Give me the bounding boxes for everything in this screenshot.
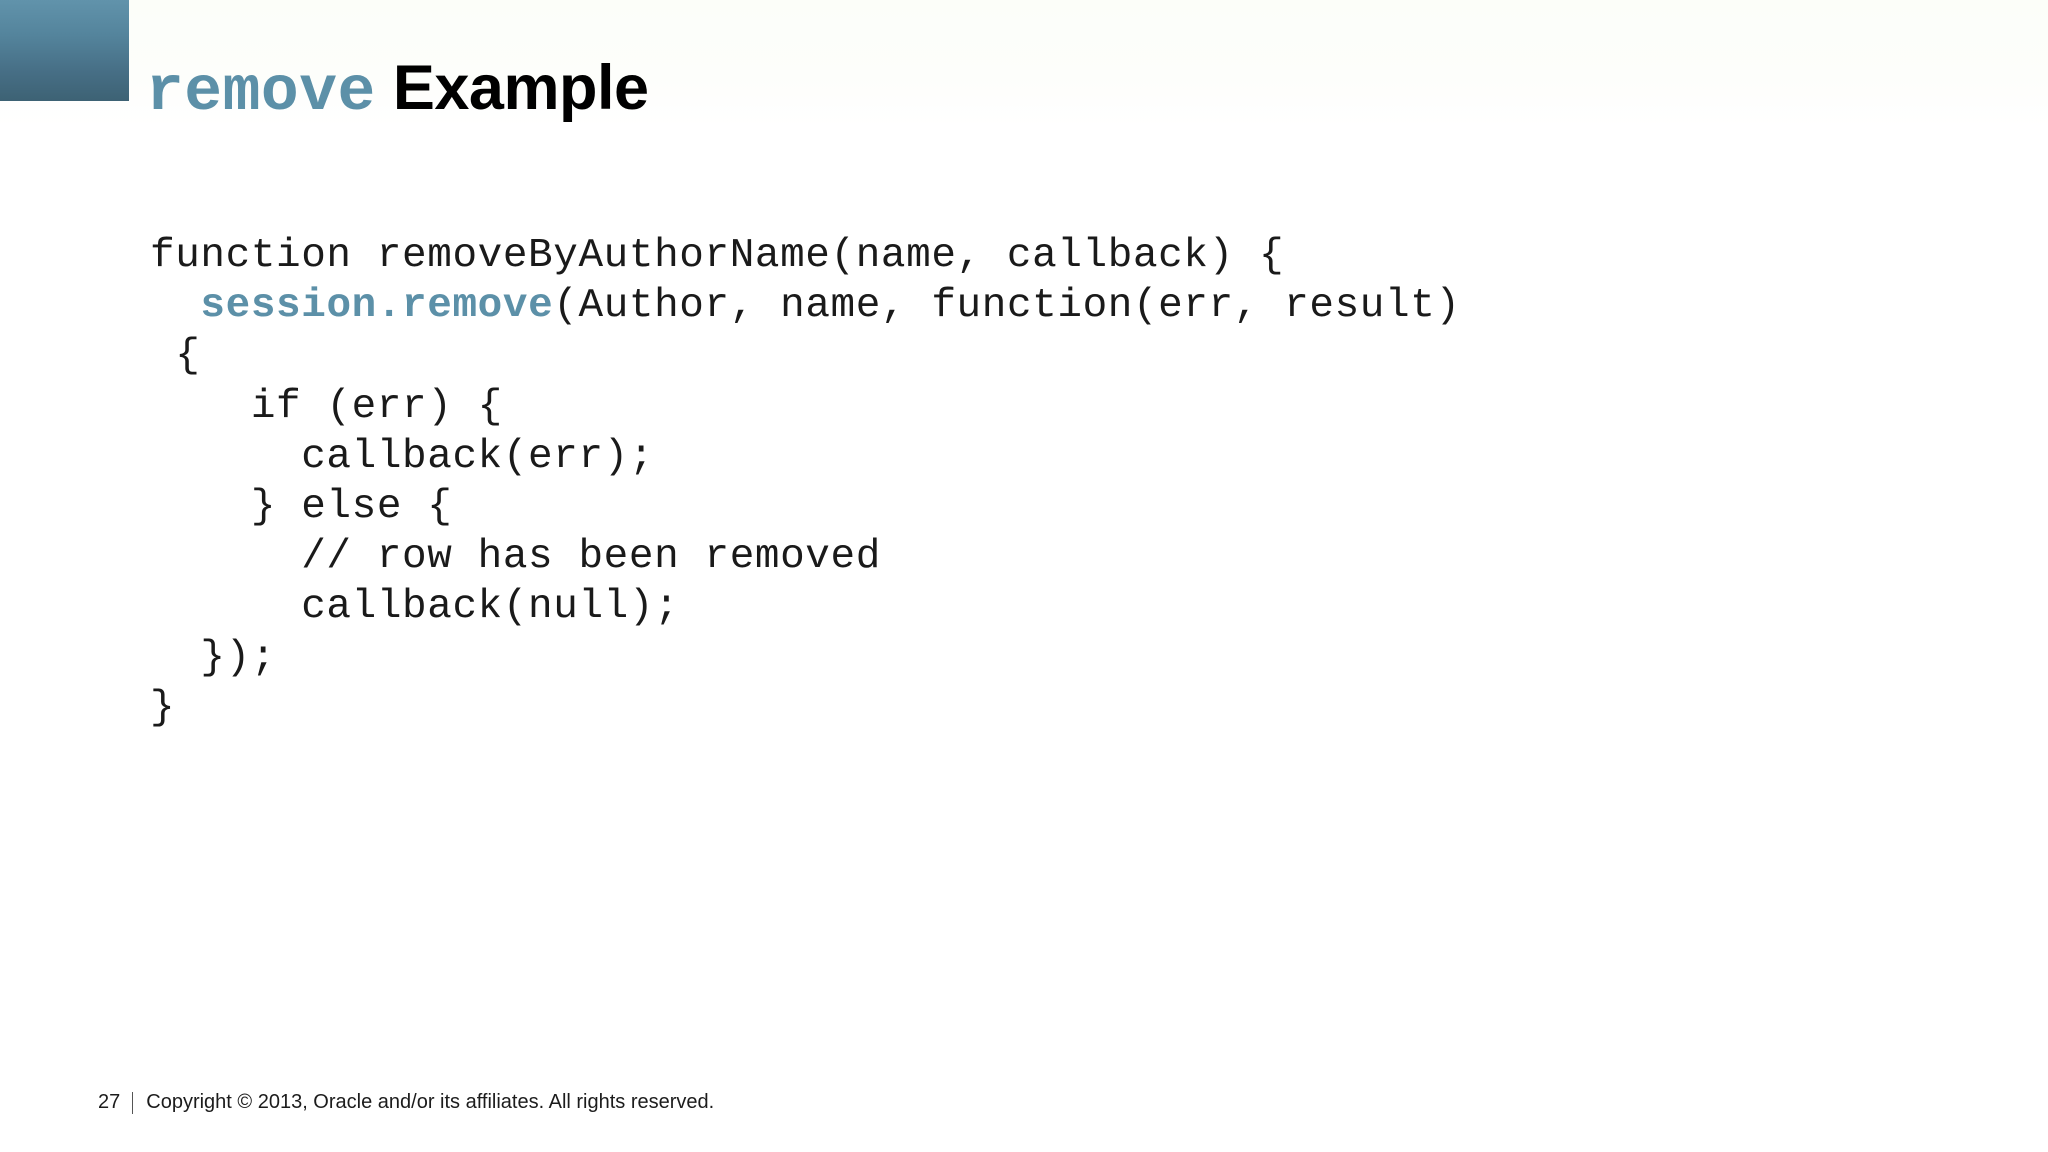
- code-line: }: [150, 683, 2020, 733]
- code-line: {: [150, 331, 2020, 381]
- code-text: function removeByAuthorName(name, callba…: [150, 233, 1285, 279]
- code-text: callback(err);: [150, 433, 655, 480]
- code-listing: function removeByAuthorName(name, callba…: [150, 231, 2020, 733]
- code-text: (Author, name, function(err, result): [553, 283, 1461, 330]
- code-line: function removeByAuthorName(name, callba…: [150, 231, 2020, 281]
- code-line: } else {: [150, 482, 2020, 532]
- code-text: // row has been removed: [150, 534, 881, 581]
- code-line: if (err) {: [150, 382, 2020, 432]
- code-line: session.remove(Author, name, function(er…: [150, 281, 2020, 331]
- code-text: [150, 283, 200, 329]
- slide-footer: 27 Copyright © 2013, Oracle and/or its a…: [0, 1056, 2048, 1152]
- code-text: callback(null);: [150, 584, 680, 631]
- code-line: // row has been removed: [150, 532, 2020, 582]
- code-text: {: [150, 333, 201, 380]
- code-text: }: [150, 684, 176, 731]
- slide-header-band: [0, 0, 2048, 128]
- slide-page-number: 27: [98, 1091, 121, 1113]
- corner-accent-block: [0, 0, 129, 101]
- code-text: } else {: [150, 483, 453, 530]
- code-line: callback(null);: [150, 582, 2020, 632]
- page-title-text: Example: [375, 53, 649, 124]
- page-title: remove Example: [146, 53, 649, 137]
- code-line: callback(err);: [150, 432, 2020, 482]
- code-highlight-token: session.remove: [200, 283, 554, 330]
- footer-divider: [132, 1091, 134, 1114]
- page-title-code-token: remove: [146, 57, 376, 129]
- footer-attribution: 27 Copyright © 2013, Oracle and/or its a…: [98, 1091, 714, 1114]
- code-text: });: [150, 634, 277, 681]
- code-line: });: [150, 633, 2020, 683]
- copyright-text: Copyright © 2013, Oracle and/or its affi…: [146, 1091, 715, 1113]
- code-text: if (err) {: [150, 383, 503, 430]
